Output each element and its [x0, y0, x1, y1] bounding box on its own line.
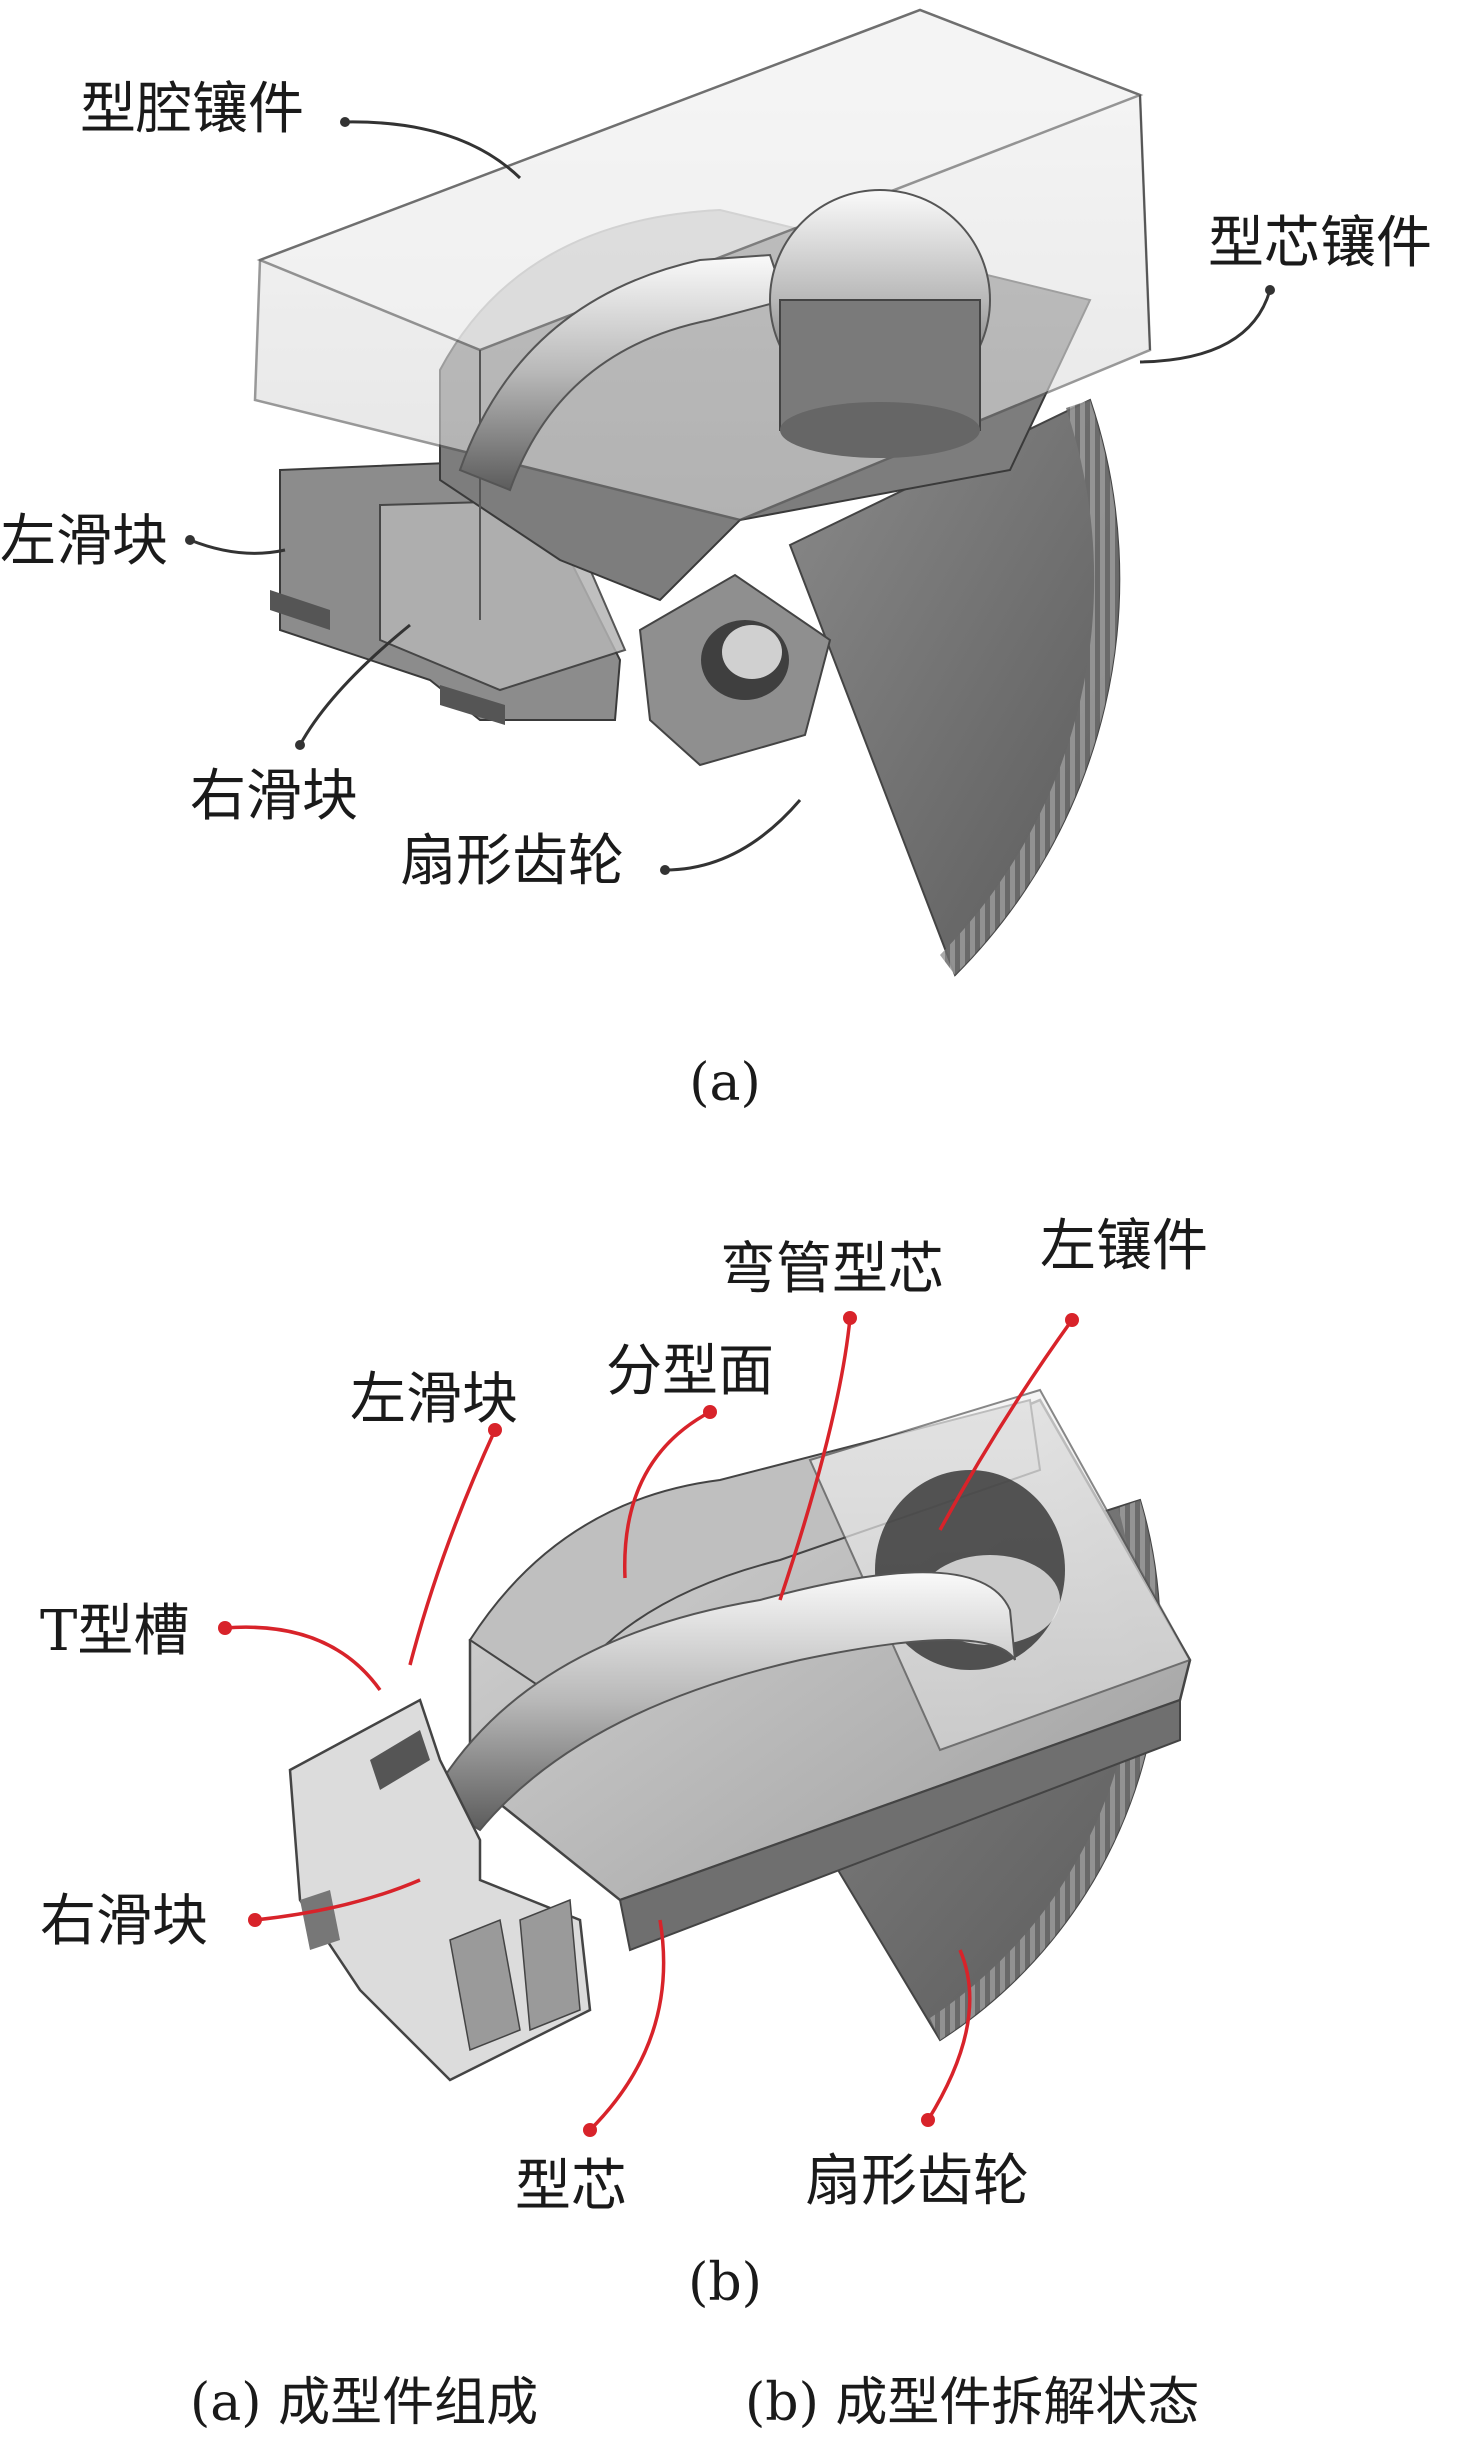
label-sector-gear-b: 扇形齿轮 — [805, 2149, 1029, 2214]
label-left-insert: 左镶件 — [1040, 1214, 1208, 1279]
label-right-slider-a: 右滑块 — [190, 764, 358, 829]
bend-core-tube-b — [428, 1571, 1016, 1832]
leader-line — [224, 1625, 382, 1692]
bent-tube-a — [458, 253, 787, 492]
panel-b-tag: (b) — [688, 2253, 762, 2313]
label-cavity-insert: 型腔镶件 — [80, 77, 304, 142]
label-bend-core: 弯管型芯 — [720, 1237, 944, 1302]
leader-line — [254, 1878, 421, 1922]
leader-line — [588, 1919, 666, 2132]
leader-line — [778, 1317, 852, 1601]
label-parting-surface: 分型面 — [606, 1339, 774, 1404]
caption-a: (a) 成型件组成 — [190, 2373, 538, 2433]
label-right-slider-b: 右滑块 — [40, 1889, 208, 1954]
panel-a-tag: (a) — [689, 1053, 761, 1113]
leader-line — [298, 623, 411, 746]
panel-a: 型腔镶件 型芯镶件 左滑块 右滑块 扇形齿轮 (a) — [0, 8, 1432, 1113]
leader-line — [344, 120, 522, 180]
leader-line — [1139, 289, 1272, 364]
leader-line — [623, 1410, 711, 1579]
leader-line — [664, 799, 802, 872]
leader-line — [926, 1949, 972, 2121]
sector-gear-a — [638, 398, 1121, 977]
leader-line — [408, 1429, 497, 1666]
label-t-slot: T型槽 — [40, 1599, 189, 1664]
leader-line — [938, 1318, 1074, 1531]
panel-b: 弯管型芯 左镶件 分型面 左滑块 T型槽 右滑块 型芯 扇形齿轮 (b) — [40, 1214, 1208, 2313]
label-left-slider-b: 左滑块 — [350, 1367, 518, 1432]
label-sector-gear-a: 扇形齿轮 — [400, 829, 624, 894]
sliders-b — [288, 1698, 592, 2082]
boss-a — [769, 189, 991, 458]
label-core-insert: 型芯镶件 — [1208, 211, 1432, 276]
label-left-slider-a: 左滑块 — [0, 509, 168, 574]
caption-b: (b) 成型件拆解状态 — [745, 2373, 1199, 2433]
leader-line — [189, 538, 286, 555]
label-core: 型芯 — [515, 2154, 627, 2219]
